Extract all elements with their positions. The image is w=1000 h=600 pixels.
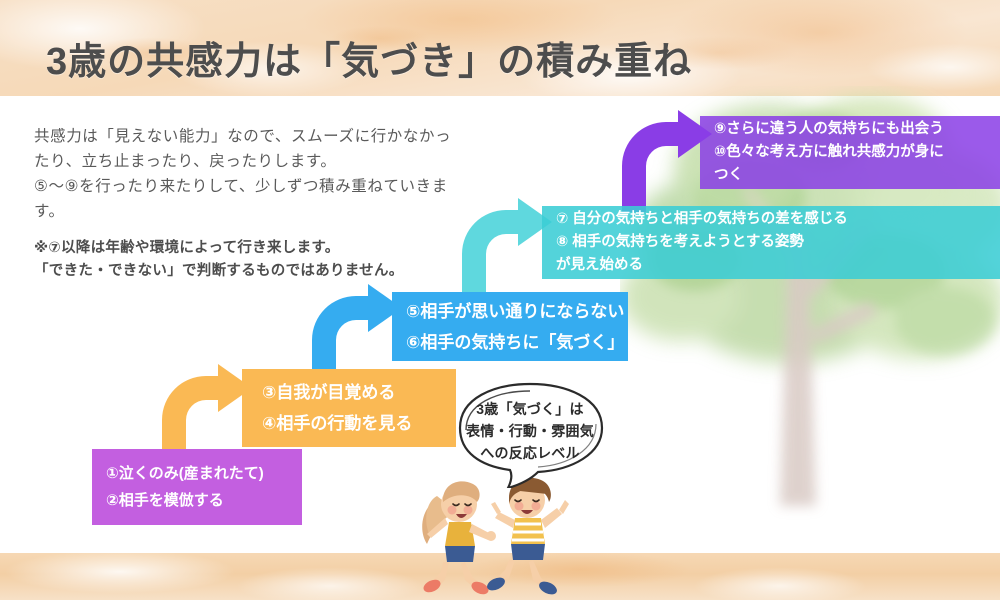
children-illustration: [415, 468, 580, 600]
header-watercolor-band: [0, 0, 1000, 96]
arrow-step2-to-step3: [298, 282, 408, 397]
speech-bubble: 3歳「気づく」は 表情・行動・雰囲気 への反応レベル: [446, 378, 614, 490]
step-3-line-1: ⑤相手が思い通りにならない: [406, 301, 625, 321]
girl-figure: [422, 481, 496, 595]
intro-line-3: ⑤〜⑨を行ったり来たりして、少しずつ積み重ねていきま: [34, 178, 448, 195]
step-2-line-1: ③自我が目覚める: [262, 383, 396, 402]
step-4-line-2: ⑧ 相手の気持ちを考えようとする姿勢: [556, 234, 804, 250]
speech-bubble-text: 3歳「気づく」は 表情・行動・雰囲気 への反応レベル: [446, 398, 614, 464]
note-line-1: ※⑦以降は年齢や環境によって行き来します。: [34, 240, 340, 256]
step-4-line-3: が見え始める: [556, 257, 643, 273]
intro-note: ※⑦以降は年齢や環境によって行き来します。 「できた・できない」で判断するもので…: [34, 237, 484, 283]
step-box-5: ⑨さらに違う人の気持ちにも出会う ⑩色々な考え方に触れ共感力が身に つく: [700, 116, 1000, 189]
intro-line-1: 共感力は「見えない能力」なので、スムーズに行かなかっ: [34, 128, 452, 145]
boy-figure: [487, 477, 569, 595]
step-1-line-2: ②相手を模倣する: [106, 492, 224, 509]
intro-paragraph: 共感力は「見えない能力」なので、スムーズに行かなかっ たり、立ち止まったり、戻っ…: [34, 124, 484, 224]
step-box-4: ⑦ 自分の気持ちと相手の気持ちの差を感じる ⑧ 相手の気持ちを考えようとする姿勢…: [542, 206, 1000, 279]
step-2-line-2: ④相手の行動を見る: [262, 414, 413, 433]
step-1-line-1: ①泣くのみ(産まれたて): [106, 465, 264, 482]
step-5-line-1: ⑨さらに違う人の気持ちにも出会う: [714, 121, 944, 137]
bubble-line-3: への反応レベル: [480, 445, 580, 461]
bubble-line-2: 表情・行動・雰囲気: [466, 423, 594, 439]
note-line-2: 「できた・できない」で判断するものではありません。: [34, 263, 404, 279]
arrow-step1-to-step2: [148, 362, 258, 477]
step-3-line-2: ⑥相手の気持ちに「気づく」: [406, 332, 625, 352]
step-box-1: ①泣くのみ(産まれたて) ②相手を模倣する: [92, 449, 302, 525]
page-title: 3歳の共感力は「気づき」の積み重ね: [46, 41, 693, 83]
step-5-line-3: つく: [714, 167, 743, 183]
intro-line-2: たり、立ち止まったり、戻ったりします。: [34, 153, 337, 170]
intro-line-4: す。: [34, 203, 65, 220]
arrow-step4-to-step5: [608, 108, 718, 223]
arrow-step3-to-step4: [448, 196, 558, 311]
step-box-2: ③自我が目覚める ④相手の行動を見る: [242, 369, 456, 447]
intro-text-block: 共感力は「見えない能力」なので、スムーズに行かなかっ たり、立ち止まったり、戻っ…: [34, 124, 484, 283]
step-4-line-1: ⑦ 自分の気持ちと相手の気持ちの差を感じる: [556, 211, 848, 227]
step-5-line-2: ⑩色々な考え方に触れ共感力が身に: [714, 144, 944, 160]
bubble-line-1: 3歳「気づく」は: [476, 401, 584, 417]
step-box-3: ⑤相手が思い通りにならない ⑥相手の気持ちに「気づく」: [392, 292, 628, 361]
